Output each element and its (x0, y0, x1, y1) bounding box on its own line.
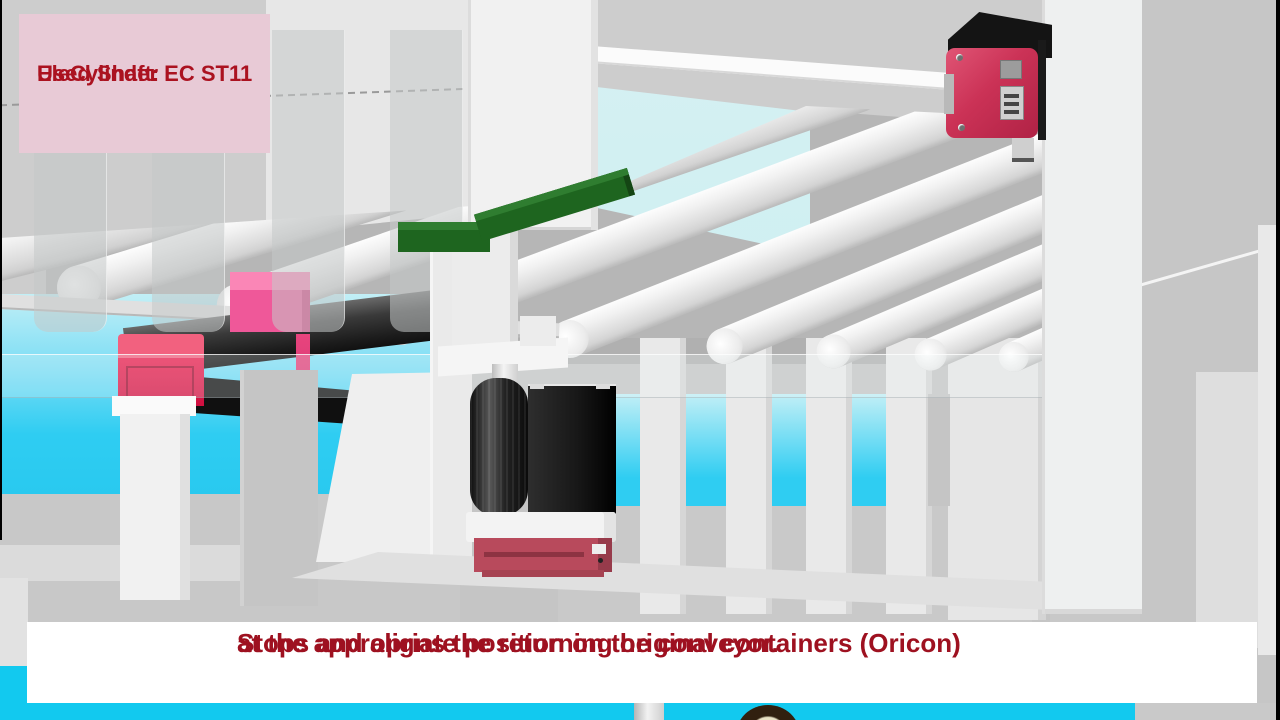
bottom-floor (1135, 703, 1276, 720)
support-filler (928, 394, 950, 506)
base-dot (598, 558, 603, 563)
elecylinder-base (474, 538, 612, 577)
support-wall (948, 338, 1046, 620)
overhead-actuator-side (1038, 40, 1046, 140)
letterbox-right (1276, 0, 1280, 720)
elecylinder-cylinder (470, 378, 528, 516)
floor-edge (0, 578, 28, 670)
overhead-actuator-strip (944, 74, 954, 114)
screw (958, 124, 965, 131)
base-slot (484, 552, 584, 557)
letterbox-left (0, 0, 2, 540)
connector-port (1000, 60, 1022, 79)
body-tab (596, 384, 610, 389)
stopper-bar-left (398, 222, 490, 252)
shaft-label-line-1: Used Shaft: (37, 61, 160, 86)
support-column (240, 370, 318, 606)
right-wall-panel (1196, 372, 1258, 648)
support-leg (886, 338, 932, 614)
support-leg (806, 338, 852, 614)
base-connector (592, 544, 606, 554)
shaft-label-line-2: EleCylinder EC ST11 (37, 61, 253, 86)
right-wall-pillar (1258, 225, 1276, 655)
connector-pins (1004, 92, 1019, 114)
right-column (1042, 0, 1142, 614)
caption-line-1: Stops and aligns the returning original … (237, 628, 961, 658)
elecylinder-body (528, 384, 616, 514)
connector-socket (1000, 86, 1024, 120)
pedestal-cap (112, 396, 196, 416)
shaft-label: Used Shaft: EleCylinder EC ST11 (19, 14, 270, 153)
elecylinder-band (466, 512, 616, 542)
caption-banner: Stops and aligns the returning original … (27, 622, 1257, 703)
water-corner (0, 666, 28, 706)
base-lip (482, 570, 604, 577)
caption-line-2: at the appropriate position on the conve… (237, 628, 779, 658)
screw (956, 54, 963, 61)
overhead-actuator-tab (1012, 138, 1034, 162)
bottom-water-strip (0, 703, 1280, 720)
actuator-mount-block (520, 316, 556, 346)
slider-motor-top (118, 334, 204, 362)
bottom-rod (634, 703, 664, 720)
pedestal (120, 414, 190, 600)
body-tab (530, 384, 544, 389)
bottom-wheel (736, 705, 800, 720)
guide-flap (272, 30, 345, 332)
